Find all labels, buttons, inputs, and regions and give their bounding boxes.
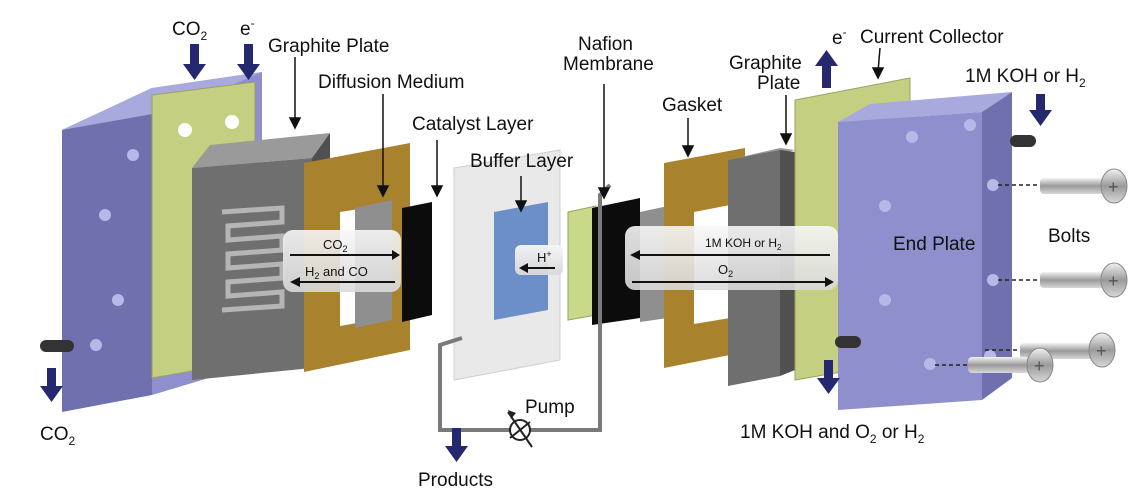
nafion-membrane-layer bbox=[567, 205, 597, 321]
leader-diffusion-medium bbox=[376, 94, 390, 198]
pump-label: Pump bbox=[525, 397, 575, 418]
koh-o2-outlet-arrow bbox=[817, 360, 840, 394]
right-outlet-pin bbox=[835, 336, 861, 348]
koh-h2-inlet-arrow bbox=[1029, 94, 1052, 126]
flow-right-in-label: 1M KOH or H2 bbox=[705, 236, 782, 252]
right-inlet-pin bbox=[1010, 135, 1036, 147]
left-inlet-pin bbox=[40, 340, 74, 352]
current-collector-label: Current Collector bbox=[860, 27, 1004, 48]
electron-out-label: e- bbox=[832, 25, 847, 49]
flow-left-out-label: H2 and CO bbox=[305, 264, 368, 281]
pump-icon bbox=[507, 410, 533, 448]
svg-text:+: + bbox=[1108, 271, 1119, 291]
proton-flow-box: H+ bbox=[515, 245, 563, 275]
products-outlet-arrow bbox=[445, 428, 468, 462]
flow-right-out-label: O2 bbox=[718, 262, 733, 279]
products-label: Products bbox=[418, 470, 493, 491]
bolt: + bbox=[998, 262, 1128, 298]
serpentine-flow-channel bbox=[221, 205, 285, 313]
svg-text:+: + bbox=[1096, 341, 1107, 361]
bolts-label: Bolts bbox=[1048, 226, 1090, 247]
electron-in-arrow bbox=[237, 44, 260, 80]
co2-inlet-arrow bbox=[183, 44, 206, 80]
leader-catalyst-layer bbox=[430, 140, 444, 198]
leader-gasket bbox=[681, 118, 695, 158]
leader-buffer-layer bbox=[514, 176, 528, 213]
buffer-layer-label: Buffer Layer bbox=[470, 151, 574, 172]
nafion-label-line2: Membrane bbox=[563, 54, 654, 75]
gasket-label: Gasket bbox=[662, 95, 723, 116]
co2-outlet-label: CO2 bbox=[40, 424, 76, 448]
graphite-plate-right-label-line2: Plate bbox=[757, 73, 800, 94]
svg-text:+: + bbox=[1108, 177, 1119, 197]
flow-left-in-label: CO2 bbox=[323, 237, 348, 254]
leader-graphite-plate-right bbox=[779, 95, 793, 146]
leader-nafion bbox=[597, 84, 611, 200]
left-flow-box: CO2 H2 and CO bbox=[283, 230, 401, 292]
electron-out-arrow bbox=[815, 50, 838, 88]
end-plate-label: End Plate bbox=[893, 234, 975, 255]
co2-outlet-arrow bbox=[40, 368, 63, 402]
leader-graphite-plate-left bbox=[288, 57, 302, 130]
left-catalyst-layer bbox=[402, 202, 432, 322]
svg-text:+: + bbox=[1034, 356, 1045, 376]
diffusion-medium-label: Diffusion Medium bbox=[318, 72, 464, 93]
koh-o2-outlet-label: 1M KOH and O2 or H2 bbox=[740, 422, 925, 446]
graphite-plate-left-label: Graphite Plate bbox=[268, 36, 389, 57]
graphite-plate-right-label-line1: Graphite bbox=[729, 53, 802, 74]
co2-inlet-label: CO2 bbox=[172, 19, 208, 43]
catalyst-layer-label: Catalyst Layer bbox=[412, 114, 534, 135]
bolt: + bbox=[998, 168, 1128, 204]
bolt: + bbox=[935, 347, 1054, 383]
electron-in-label: e- bbox=[240, 16, 255, 40]
right-flow-box: 1M KOH or H2 O2 bbox=[625, 226, 838, 290]
right-end-plate bbox=[838, 92, 1012, 410]
koh-h2-inlet-label: 1M KOH or H2 bbox=[965, 66, 1086, 90]
proton-label: H+ bbox=[537, 249, 552, 265]
nafion-label-line1: Nafion bbox=[578, 34, 633, 55]
leader-current-collector bbox=[871, 47, 885, 80]
